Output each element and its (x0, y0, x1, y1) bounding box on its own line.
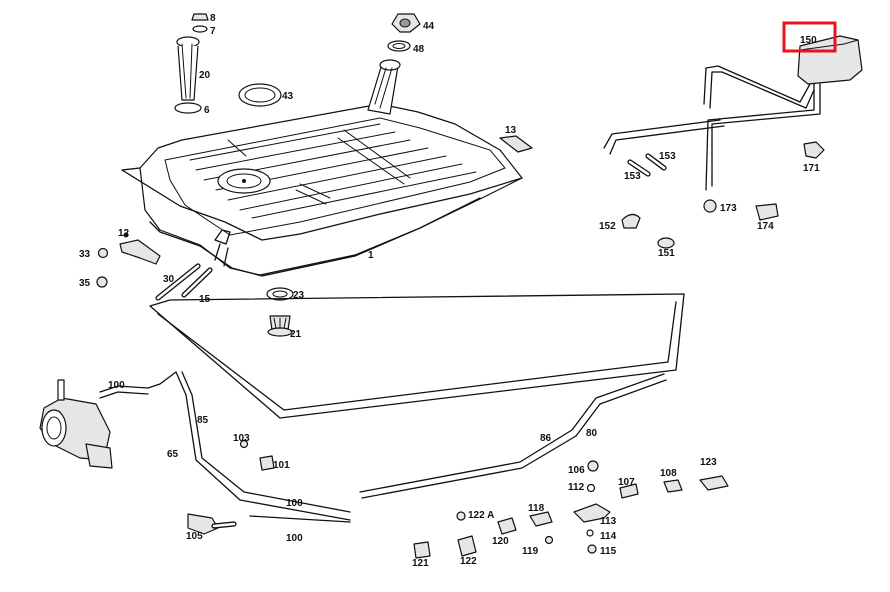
part-label-30: 30 (163, 274, 175, 285)
part-label-33: 33 (79, 249, 91, 260)
part-label-153a: 153 (659, 151, 676, 162)
part-label-121: 121 (412, 558, 429, 569)
hoses-153 (627, 153, 667, 177)
part-label-65: 65 (167, 449, 179, 460)
part-label-1: 1 (368, 250, 374, 261)
part-label-80: 80 (586, 428, 598, 439)
hoses-30-15 (155, 263, 213, 301)
main-fuel-lines (99, 293, 685, 523)
part-label-118: 118 (528, 503, 545, 514)
part-label-107: 107 (618, 477, 635, 488)
part-label-23: 23 (293, 290, 305, 301)
part-label-86: 86 (540, 433, 552, 444)
part-label-152: 152 (599, 221, 616, 232)
part-label-113: 113 (600, 516, 617, 527)
part-label-13: 13 (505, 125, 517, 136)
part-label-105: 105 (186, 531, 203, 542)
part-labels: 1 6 7 8 12 13 15 20 21 23 30 33 35 43 44… (79, 13, 820, 569)
part-label-115: 115 (600, 546, 617, 557)
part-label-6: 6 (204, 105, 210, 116)
cap-44-48 (387, 13, 421, 52)
strainer-21-23 (266, 287, 294, 337)
nut-33 (97, 247, 109, 259)
vent-lines (603, 65, 821, 191)
small-parts-right (621, 141, 825, 249)
part-label-119: 119 (522, 546, 539, 557)
hardware-bottom (239, 439, 729, 559)
part-label-122: 122 (460, 556, 477, 567)
part-label-44: 44 (423, 21, 435, 32)
part-label-103: 103 (233, 433, 250, 444)
fuel-pump (39, 379, 113, 469)
part-label-108: 108 (660, 468, 677, 479)
highlight-box-part-150 (782, 21, 837, 53)
part-label-174: 174 (757, 221, 774, 232)
part-label-100b: 100 (286, 498, 303, 509)
part-label-106: 106 (568, 465, 585, 476)
expansion-tank-150 (797, 35, 863, 85)
part-label-100a: 100 (108, 380, 125, 391)
strap-12 (119, 232, 161, 265)
seal-ring-43 (238, 83, 282, 107)
part-label-114: 114 (600, 531, 617, 542)
part-label-173: 173 (720, 203, 737, 214)
sender-unit-assembly (174, 13, 209, 114)
part-label-15: 15 (199, 294, 211, 305)
part-label-122a: 122 A (468, 510, 494, 521)
bracket-13 (499, 135, 533, 153)
part-label-101: 101 (273, 460, 290, 471)
part-label-120: 120 (492, 536, 509, 547)
part-label-123: 123 (700, 457, 717, 468)
nut-35 (96, 276, 108, 288)
part-label-48: 48 (413, 44, 425, 55)
part-label-43: 43 (282, 91, 294, 102)
part-label-100c: 100 (286, 533, 303, 544)
fuel-tank (121, 59, 523, 277)
part-label-85: 85 (197, 415, 209, 426)
part-label-150: 150 (800, 35, 817, 46)
part-label-35: 35 (79, 278, 91, 289)
part-label-171: 171 (803, 163, 820, 174)
part-label-20: 20 (199, 70, 211, 81)
part-label-112: 112 (568, 482, 585, 493)
filter-105 (187, 513, 237, 535)
part-label-21: 21 (290, 329, 302, 340)
part-label-151: 151 (658, 248, 675, 259)
part-label-7: 7 (210, 26, 216, 37)
part-label-12: 12 (118, 228, 130, 239)
part-label-153b: 153 (624, 171, 641, 182)
part-label-8: 8 (210, 13, 216, 24)
